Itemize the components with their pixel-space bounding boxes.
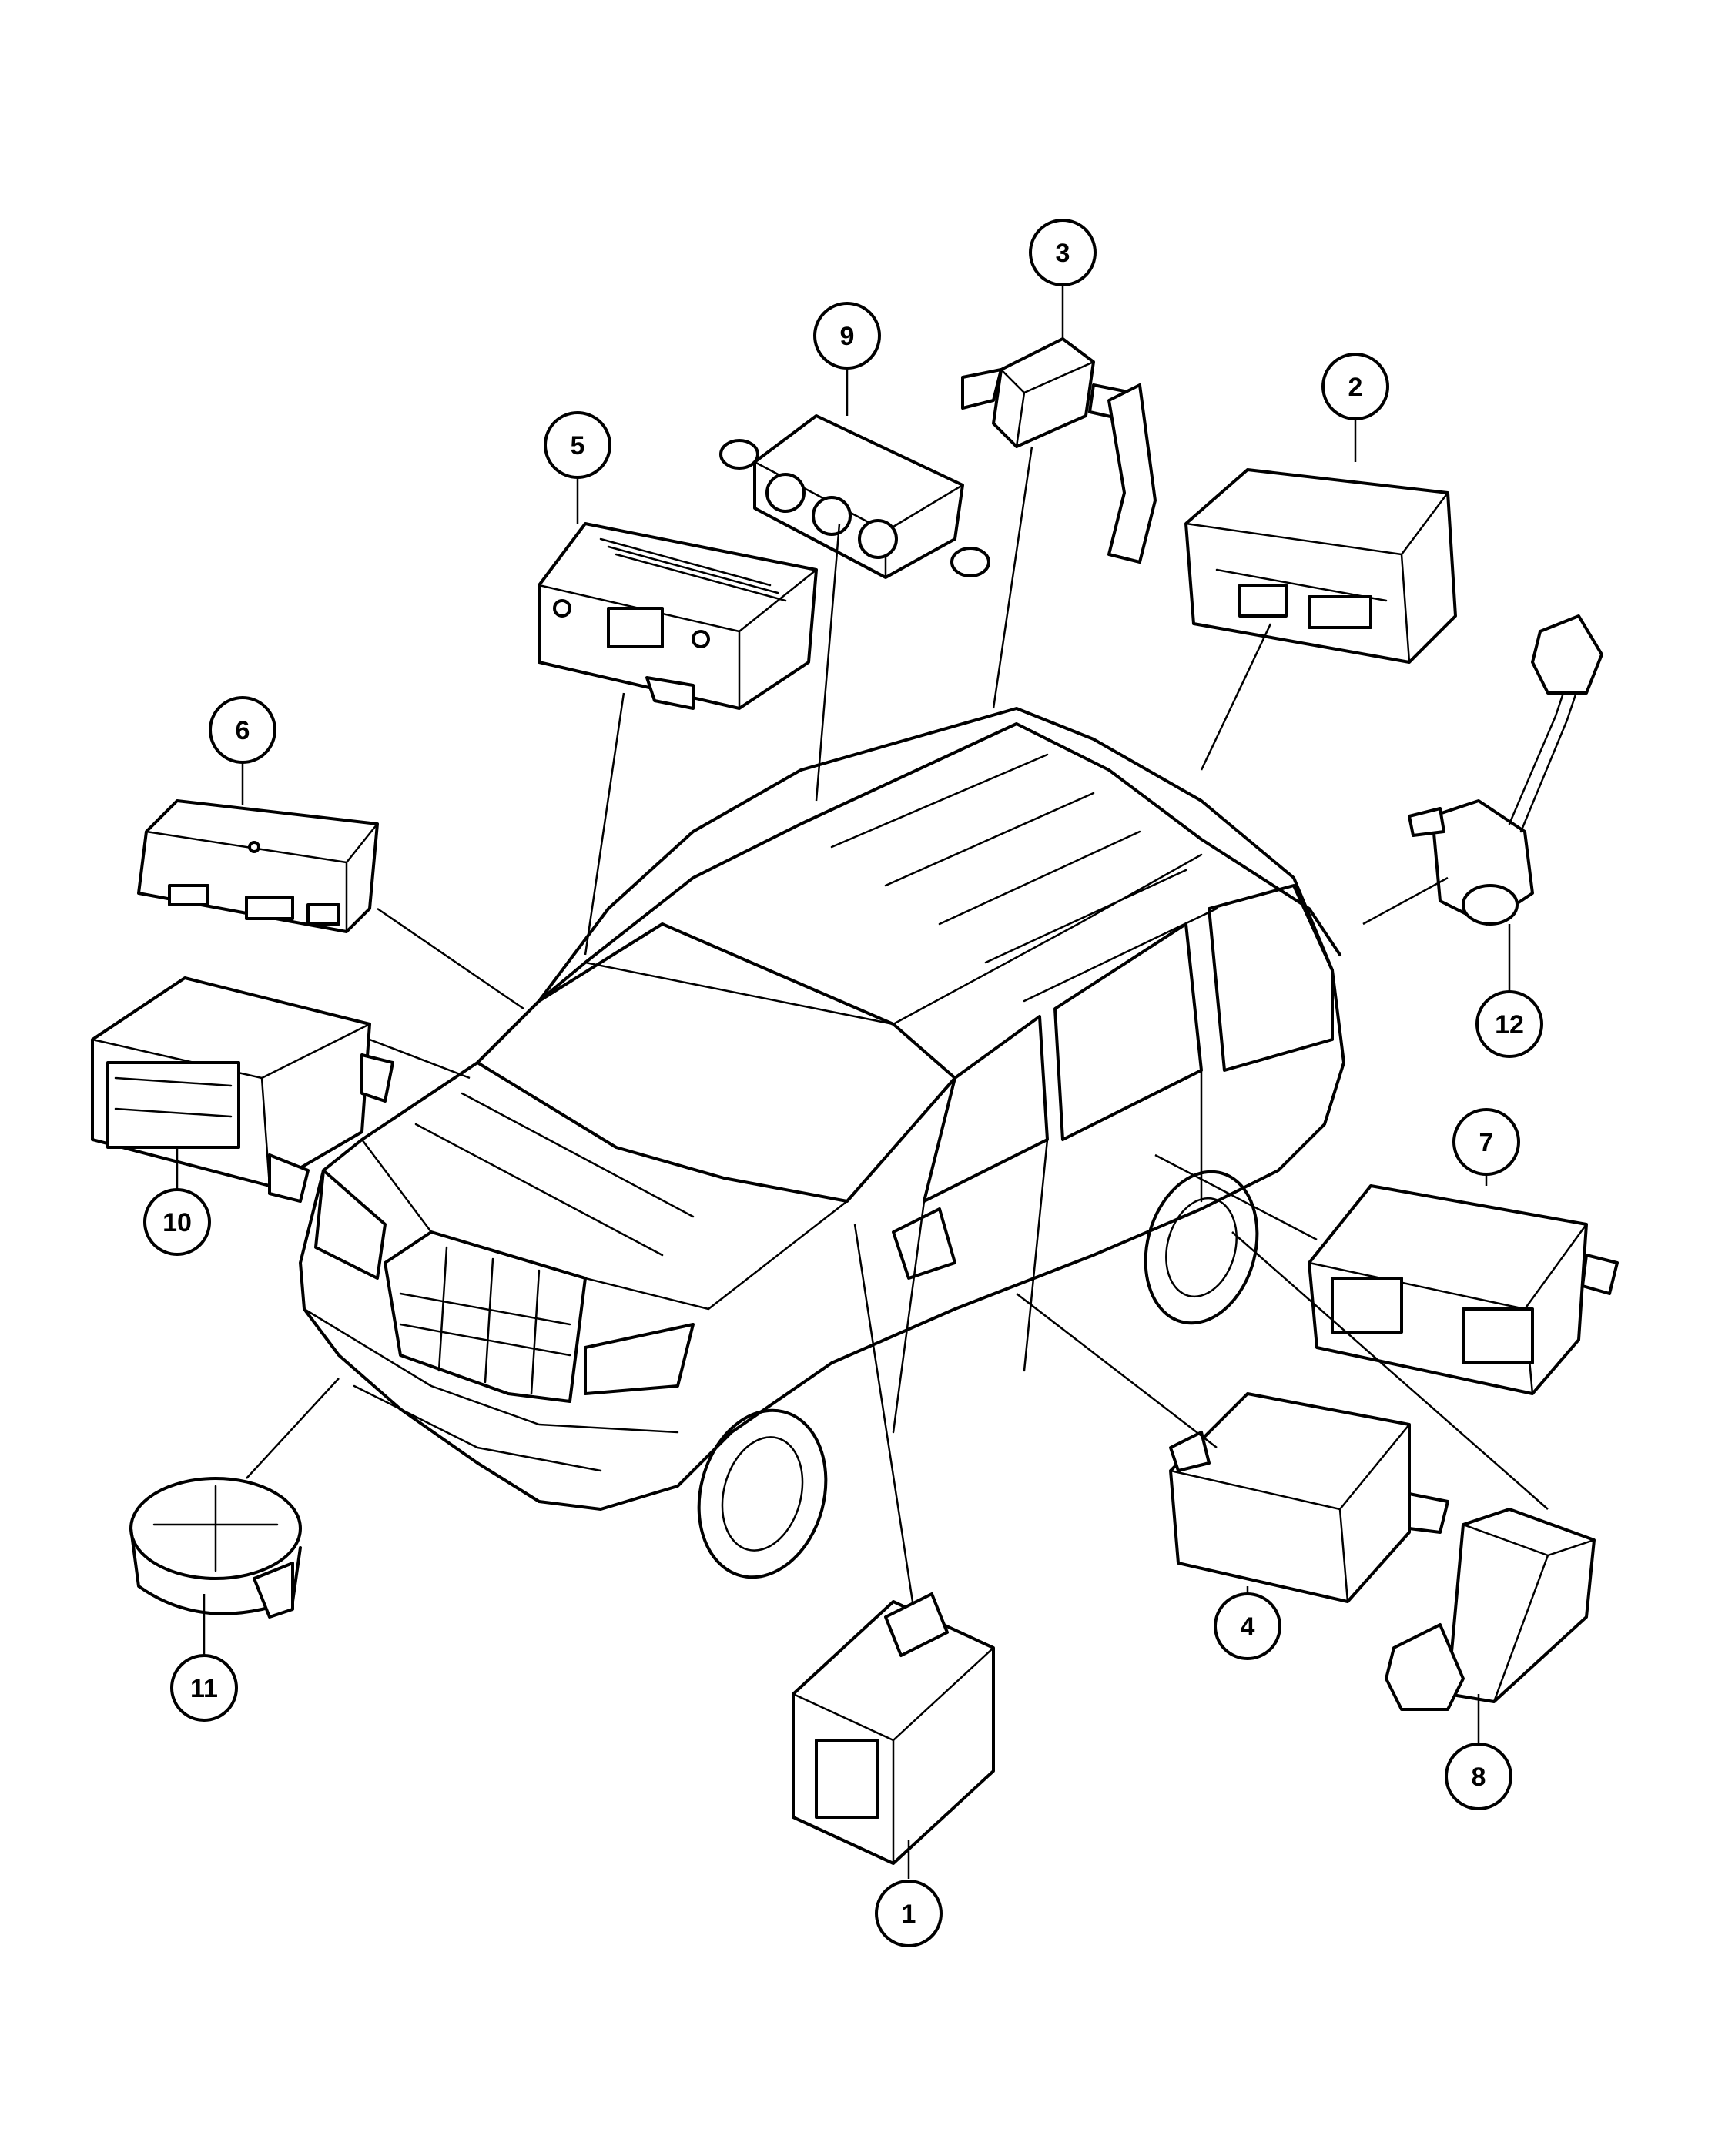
component-4-module — [1169, 1392, 1449, 1603]
leader-8b — [1231, 1231, 1549, 1510]
callout-5: 5 — [544, 411, 611, 479]
component-11-siren — [129, 1477, 302, 1619]
callout-1: 1 — [875, 1880, 943, 1947]
leader-10b — [369, 1038, 471, 1080]
callout-7-label: 7 — [1479, 1128, 1494, 1157]
component-3-sensor — [961, 337, 1157, 564]
minivan-illustration — [299, 707, 1345, 1579]
callout-9-label: 9 — [840, 322, 855, 351]
leader-12b — [1362, 876, 1449, 926]
callout-10: 10 — [143, 1188, 211, 1256]
callout-2-label: 2 — [1348, 373, 1363, 402]
callout-8-label: 8 — [1472, 1763, 1486, 1792]
leader-7b — [1154, 1153, 1318, 1241]
component-6-module — [137, 799, 379, 933]
callout-11-label: 11 — [190, 1674, 218, 1703]
leader-lines — [176, 285, 1549, 1879]
callout-6-label: 6 — [236, 716, 250, 745]
callout-1-label: 1 — [902, 1900, 916, 1929]
leader-1b — [853, 1224, 914, 1602]
callout-2: 2 — [1321, 353, 1389, 420]
callout-4-label: 4 — [1241, 1612, 1255, 1642]
callout-3-label: 3 — [1056, 239, 1070, 268]
component-10-module — [91, 976, 394, 1203]
callout-12-label: 12 — [1495, 1010, 1524, 1040]
component-8-sensor — [1385, 1508, 1596, 1711]
leader-6b — [377, 907, 524, 1010]
callout-9: 9 — [813, 302, 881, 370]
leader-4b — [1016, 1293, 1218, 1448]
callout-7: 7 — [1452, 1108, 1520, 1176]
leader-5b — [584, 692, 625, 956]
callout-11: 11 — [170, 1654, 238, 1722]
leader-2b — [1200, 623, 1272, 771]
callout-6: 6 — [209, 696, 276, 764]
leader-9b — [815, 523, 841, 802]
component-9-module — [719, 414, 990, 579]
callout-8: 8 — [1445, 1743, 1512, 1810]
component-7-module — [1308, 1184, 1619, 1395]
component-5-amplifier — [538, 522, 818, 710]
callout-5-label: 5 — [571, 431, 585, 460]
callout-4: 4 — [1214, 1592, 1281, 1660]
leader-11b — [246, 1378, 340, 1479]
leader-3b — [992, 446, 1033, 709]
component-12-sensor — [1408, 614, 1603, 926]
component-2-module — [1184, 468, 1457, 664]
callout-3: 3 — [1029, 219, 1097, 286]
callout-10-label: 10 — [162, 1208, 192, 1237]
component-1-module — [792, 1592, 995, 1865]
callout-12: 12 — [1475, 990, 1543, 1058]
